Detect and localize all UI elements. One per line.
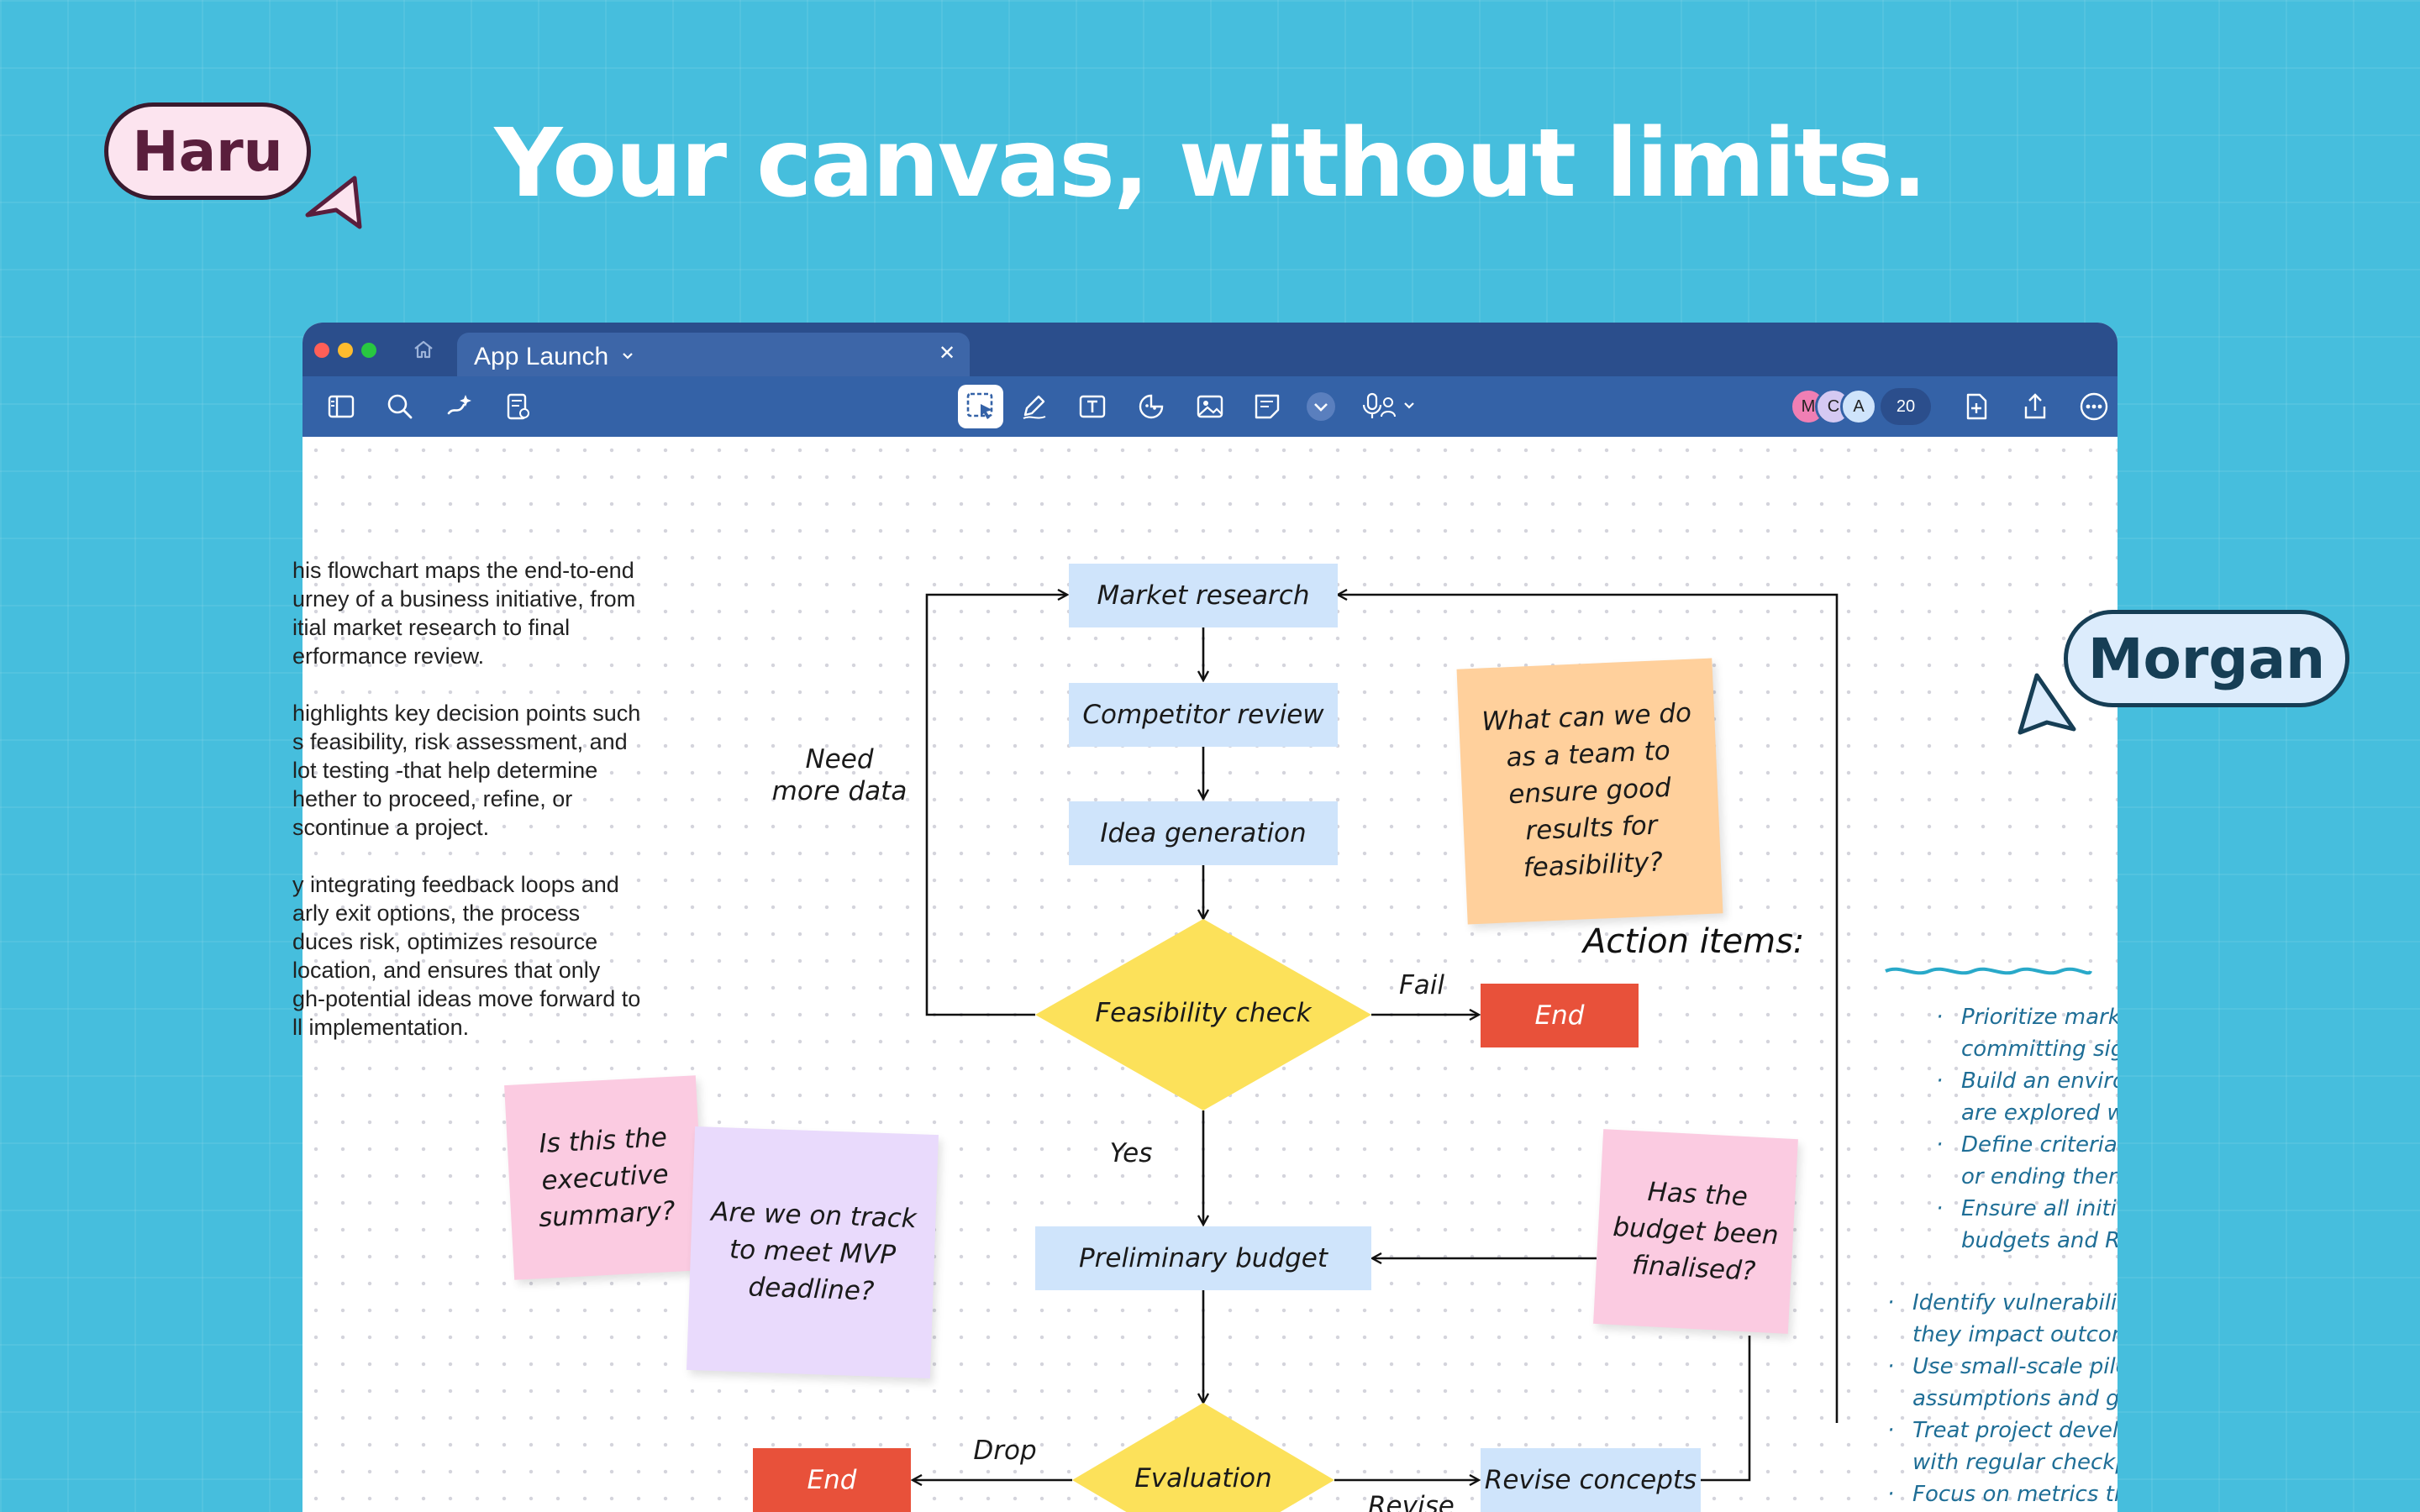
label-fail: Fail bbox=[1398, 970, 1445, 1000]
label-drop: Drop bbox=[973, 1436, 1037, 1466]
image-icon[interactable] bbox=[1193, 390, 1227, 423]
list-item: Define criteria f bbox=[1936, 1129, 2118, 1161]
list-item: budgets and ROI bbox=[1961, 1228, 2118, 1253]
list-item: with regular checkpoi bbox=[1912, 1450, 2118, 1475]
list-item: they impact outcome. bbox=[1912, 1322, 2118, 1347]
audio-record-icon[interactable] bbox=[1358, 390, 1422, 423]
more-options-icon[interactable] bbox=[2077, 390, 2111, 423]
minimize-window-dot[interactable] bbox=[338, 343, 353, 358]
action-mainitems: Identify vulnerabilitie they impact outc… bbox=[1887, 1287, 2118, 1510]
list-item: Build an environ bbox=[1936, 1065, 2118, 1097]
list-item: Treat project develop bbox=[1887, 1415, 2118, 1446]
label-revise: Revise bbox=[1368, 1491, 1455, 1512]
morgan-cursor-icon bbox=[2018, 673, 2076, 735]
node-preliminary-budget[interactable]: Preliminary budget bbox=[1035, 1226, 1371, 1290]
list-item: Prioritize marke bbox=[1936, 1001, 2118, 1033]
node-competitor-review[interactable]: Competitor review bbox=[1069, 683, 1338, 747]
more-tools-icon[interactable] bbox=[1304, 390, 1338, 423]
sidebar-toggle-icon[interactable] bbox=[324, 390, 358, 423]
avatar[interactable]: A bbox=[1840, 388, 1877, 425]
label-need-more-data-line2: more data bbox=[771, 776, 908, 806]
lasso-select-icon[interactable] bbox=[958, 385, 1003, 428]
node-market-research[interactable]: Market research bbox=[1069, 564, 1338, 627]
list-item: committing sign bbox=[1961, 1037, 2118, 1062]
add-page-icon[interactable] bbox=[1960, 390, 1993, 423]
list-item: Identify vulnerabilitie bbox=[1887, 1287, 2118, 1319]
toolbar: M C A 20 bbox=[302, 376, 2118, 437]
intro-paragraph: y integrating feedback loops and arly ex… bbox=[292, 872, 641, 1040]
action-subitems: Prioritize marke committing sign Build a… bbox=[1936, 1001, 2118, 1257]
node-evaluation[interactable]: Evaluation bbox=[1134, 1463, 1272, 1494]
feasibility-diamond bbox=[1035, 919, 1371, 1110]
sticker-icon[interactable] bbox=[1134, 390, 1168, 423]
tab-title: App Launch bbox=[474, 343, 609, 370]
label-need-more-data-line1: Need bbox=[805, 744, 874, 774]
tab-app-launch[interactable]: App Launch ✕ bbox=[457, 333, 970, 376]
chevron-down-icon[interactable] bbox=[620, 348, 635, 363]
node-end-fail[interactable]: End bbox=[1481, 984, 1639, 1047]
sticky-note-mvp[interactable]: Are we on track to meet MVP deadline? bbox=[687, 1126, 939, 1378]
intro-text: his flowchart maps the end-to-end urney … bbox=[292, 556, 682, 1070]
morgan-cursor-tag: Morgan bbox=[2064, 610, 2349, 707]
close-tab-icon[interactable]: ✕ bbox=[938, 342, 956, 365]
label-yes: Yes bbox=[1109, 1138, 1153, 1168]
home-icon[interactable] bbox=[410, 336, 437, 363]
node-feasibility-check[interactable]: Feasibility check bbox=[1095, 998, 1312, 1028]
headline: Your canvas, without limits. bbox=[494, 109, 1927, 218]
haru-cursor-icon bbox=[305, 176, 362, 229]
close-window-dot[interactable] bbox=[314, 343, 329, 358]
evaluation-diamond bbox=[1072, 1403, 1334, 1512]
pen-icon[interactable] bbox=[1017, 390, 1050, 423]
node-revise-concepts[interactable]: Revise concepts bbox=[1481, 1448, 1701, 1512]
list-item: Ensure all initiat bbox=[1936, 1193, 2118, 1225]
node-end-drop[interactable]: End bbox=[753, 1448, 911, 1512]
haru-cursor-tag: Haru bbox=[104, 102, 311, 200]
morgan-name: Morgan bbox=[2087, 626, 2326, 691]
notes-icon[interactable] bbox=[501, 390, 534, 423]
intro-paragraph: highlights key decision points such s fe… bbox=[292, 701, 641, 840]
zoom-window-dot[interactable] bbox=[361, 343, 376, 358]
haru-name: Haru bbox=[132, 118, 283, 184]
ai-assist-icon[interactable] bbox=[442, 390, 476, 423]
sticky-note-team[interactable]: What can we do as a team to ensure good … bbox=[1456, 658, 1723, 925]
list-item: assumptions and gath bbox=[1912, 1386, 2118, 1411]
list-item: are explored wit bbox=[1961, 1100, 2118, 1126]
action-items-clip: Prioritize marke committing sign Build a… bbox=[1849, 991, 2118, 1512]
list-item: Use small-scale pilots bbox=[1887, 1351, 2118, 1383]
label-need-more-data: Need more data bbox=[770, 743, 909, 807]
sticky-note-exec-summary[interactable]: Is this the executive summary? bbox=[504, 1075, 706, 1280]
sticky-note-budget[interactable]: Has the budget been finalised? bbox=[1593, 1129, 1798, 1334]
search-icon[interactable] bbox=[383, 390, 417, 423]
node-idea-generation[interactable]: Idea generation bbox=[1069, 801, 1338, 865]
list-item: Focus on metrics that bbox=[1887, 1478, 2118, 1510]
sticky-note-icon[interactable] bbox=[1250, 390, 1284, 423]
collaborator-count[interactable]: 20 bbox=[1881, 388, 1931, 425]
action-items-title: Action items: bbox=[1583, 922, 1805, 961]
share-icon[interactable] bbox=[2018, 390, 2052, 423]
tab-bar: App Launch ✕ bbox=[302, 323, 2118, 376]
text-box-icon[interactable] bbox=[1076, 390, 1109, 423]
list-item: or ending them. bbox=[1961, 1164, 2118, 1189]
intro-paragraph: his flowchart maps the end-to-end urney … bbox=[292, 558, 636, 669]
